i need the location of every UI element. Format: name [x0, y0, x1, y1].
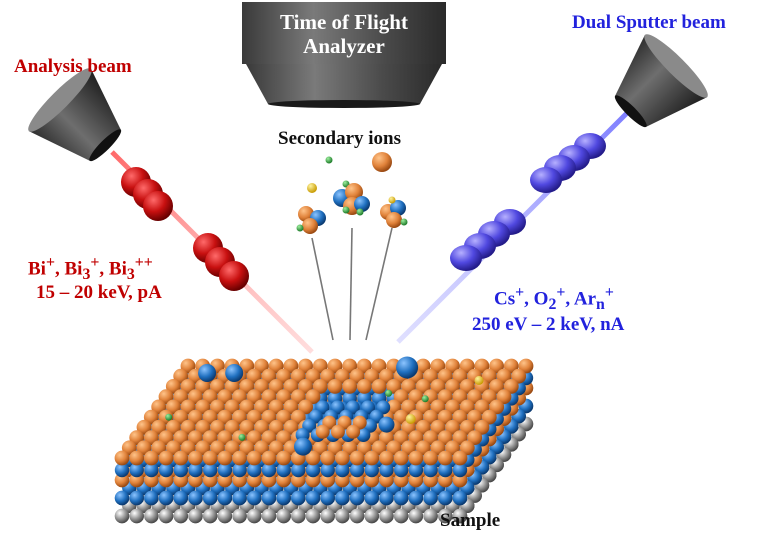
analysis-beam-ions: Bi+, Bi3+, Bi3++ — [28, 254, 153, 284]
sputter-beam-title: Dual Sputter beam — [572, 12, 726, 33]
secondary-ions-label: Secondary ions — [278, 128, 401, 149]
sputter-cluster-lower — [450, 209, 526, 271]
separator: , — [565, 288, 574, 310]
ion-o2-count: 2 — [548, 296, 557, 314]
ion-o2: O — [533, 288, 549, 310]
ion-ar: Ar — [573, 288, 596, 310]
ion-bi3pp: Bi — [108, 258, 127, 280]
ion-bi3pp-charge: ++ — [134, 254, 153, 271]
ion-bi3-count: 3 — [82, 266, 91, 284]
bi-cluster-lower — [193, 233, 249, 291]
ion-bi3-charge: + — [90, 254, 100, 271]
tof-analyzer-label: Time of Flight Analyzer — [246, 10, 442, 58]
tof-analyzer-label-line1: Time of Flight — [280, 10, 408, 34]
tof-analyzer-label-line2: Analyzer — [303, 34, 385, 58]
ion-o2-charge: + — [556, 284, 566, 301]
sample-label: Sample — [440, 510, 501, 531]
analysis-gun-icon — [28, 68, 122, 162]
sputter-cluster-upper — [530, 133, 606, 193]
separator: , — [524, 288, 534, 310]
ion-bi: Bi — [28, 258, 46, 280]
ion-ar-count: n — [596, 296, 605, 314]
bi-cluster-upper — [121, 167, 173, 221]
separator: , — [54, 258, 65, 280]
ion-bi3pp-count: 3 — [126, 266, 135, 284]
ion-ar-charge: + — [604, 284, 614, 301]
ion-cs: Cs — [494, 288, 516, 310]
sputter-gun-icon — [614, 34, 708, 128]
secondary-ions-icon — [296, 152, 408, 234]
ion-cs-charge: + — [515, 284, 525, 301]
separator: , — [99, 258, 109, 280]
sample-slab-icon — [114, 356, 534, 524]
sputter-beam-energy: 250 eV – 2 keV, nA — [472, 314, 625, 335]
analysis-beam-energy: 15 – 20 keV, pA — [36, 282, 162, 303]
tof-analyzer-icon — [242, 2, 446, 108]
ion-trajectories — [311, 227, 393, 341]
ion-bi3: Bi — [64, 258, 83, 280]
ion-bi-charge: + — [45, 254, 55, 271]
analysis-beam-title: Analysis beam — [14, 56, 132, 77]
sputter-beam-ions: Cs+, O2+, Arn+ — [494, 284, 614, 314]
